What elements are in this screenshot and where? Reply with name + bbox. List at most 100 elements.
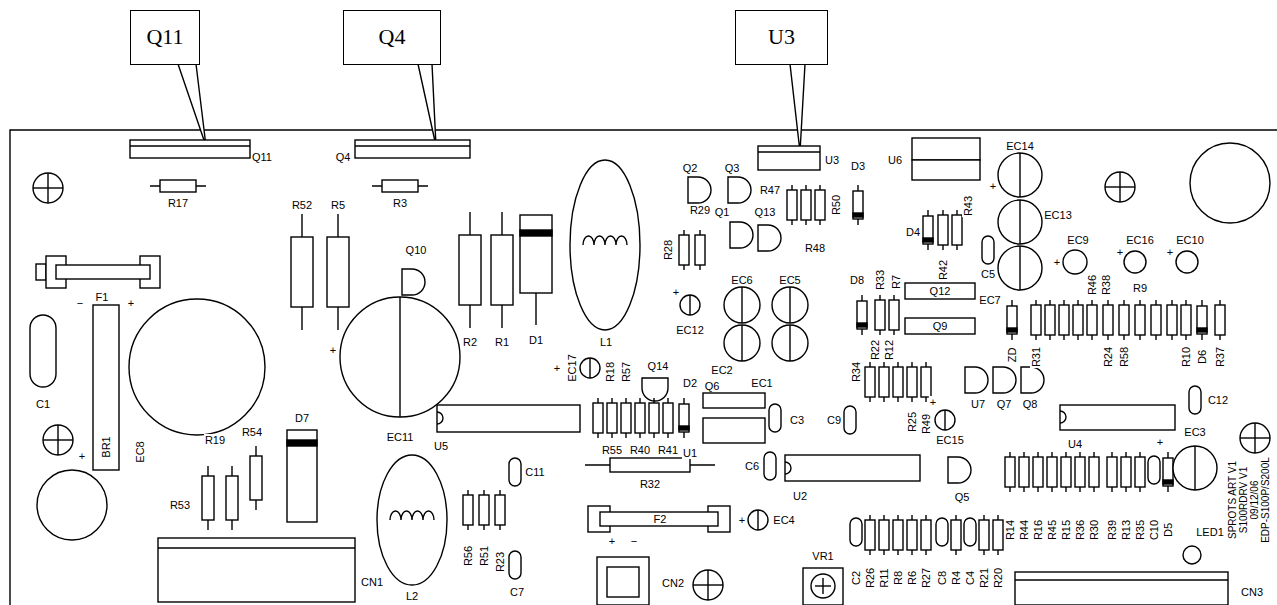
- part-label: C12: [1207, 394, 1229, 406]
- part-label: EC14: [1005, 140, 1035, 152]
- part-label: D3: [850, 160, 866, 172]
- diode-band: [287, 440, 317, 446]
- part-label: C1: [35, 398, 51, 410]
- part-label: R27: [920, 567, 932, 589]
- part-label: EC1: [750, 377, 773, 389]
- part-label: Q7: [996, 398, 1013, 410]
- electrolytic-capacitor: [998, 153, 1042, 197]
- electrolytic-capacitor: [1173, 446, 1217, 490]
- resistor-symbol: [491, 212, 513, 328]
- part-label: R36: [1074, 519, 1086, 541]
- part-label: EC8: [134, 440, 146, 463]
- resistor-symbol: [1061, 452, 1071, 492]
- inductor-outline: [570, 160, 640, 330]
- diode-lead: [535, 293, 536, 325]
- resistor-symbol: [907, 362, 917, 402]
- resistor-symbol: [226, 466, 238, 530]
- capacitor-symbol: [982, 236, 994, 264]
- part-label: R48: [804, 242, 826, 254]
- part-label: C8: [936, 570, 948, 586]
- part-label: EC5: [778, 274, 801, 286]
- polarity-mark: +: [329, 344, 337, 356]
- part-label: R11: [878, 567, 890, 588]
- part-label: R39: [1106, 519, 1118, 541]
- ic-outline: [703, 418, 765, 443]
- resistor-symbol: [879, 362, 889, 402]
- resistor-symbol: [893, 362, 903, 402]
- capacitor-symbol: [844, 406, 856, 434]
- electrolytic-capacitor: [680, 295, 700, 315]
- led-symbol: [1183, 546, 1201, 564]
- part-label: EC10: [1175, 234, 1205, 246]
- part-label: R56: [462, 545, 474, 567]
- part-label: Q13: [754, 206, 777, 218]
- capacitor-symbol: [850, 518, 862, 546]
- inductor-outline: [377, 455, 447, 585]
- diode-symbol: [287, 430, 317, 522]
- polarity-mark: +: [989, 180, 997, 192]
- resistor-symbol: [610, 458, 690, 472]
- connector-outline: [158, 538, 355, 602]
- part-label: R19: [204, 434, 226, 446]
- resistor-symbol: [459, 212, 481, 328]
- callout-pointer: [418, 64, 436, 146]
- part-label: EC7: [978, 294, 1001, 306]
- resistor-symbol: [1059, 300, 1069, 340]
- resistor-symbol: [979, 515, 989, 555]
- resistor-symbol: [993, 515, 1003, 555]
- bridge-rectifier: [93, 305, 119, 470]
- diode-symbol: [1197, 300, 1207, 340]
- inductor-coil: [583, 236, 627, 245]
- part-label: R37: [1214, 346, 1226, 368]
- part-label: ZD: [1006, 347, 1018, 364]
- part-label: Q4: [335, 151, 352, 163]
- polarity-line: [741, 325, 742, 361]
- part-label: U6: [887, 154, 903, 166]
- part-label: R3: [392, 197, 408, 209]
- electrolytic-capacitor: [1124, 251, 1146, 273]
- capacitor-symbol: [936, 518, 948, 546]
- part-label: R7: [890, 274, 902, 290]
- resistor-symbol: [679, 230, 689, 270]
- part-label: D1: [528, 334, 544, 346]
- connector-outline: [607, 567, 639, 597]
- part-label: C10: [1148, 519, 1160, 541]
- capacitor-symbol: [764, 452, 776, 480]
- part-label: R22: [869, 339, 881, 361]
- polarity-line: [789, 287, 790, 323]
- resistor-symbol: [889, 295, 899, 335]
- part-label: R43: [962, 195, 974, 217]
- diode-symbol: [520, 215, 552, 293]
- capacitor-symbol: [1148, 456, 1160, 484]
- part-label: Q8: [1022, 398, 1039, 410]
- part-label: U7: [970, 398, 986, 410]
- heatsink-tab: [355, 145, 470, 146]
- trimmer-knob: [811, 574, 835, 598]
- part-label: Q10: [405, 244, 428, 256]
- resistor-symbol: [649, 398, 659, 438]
- polarity-line: [789, 325, 790, 361]
- transistor-outline: [905, 283, 975, 299]
- callout-pointer: [790, 64, 805, 152]
- resistor-symbol: [1135, 452, 1145, 492]
- board-marking: SPROTS ART V1: [1227, 460, 1238, 540]
- diode-symbol: [1163, 452, 1173, 492]
- trimmer-knob: [822, 578, 823, 594]
- callout-box: Q4: [343, 10, 441, 65]
- electrolytic-capacitor: [724, 287, 760, 323]
- connector-outline: [597, 557, 649, 605]
- part-label: R38: [1100, 274, 1112, 296]
- callout-box: U3: [735, 10, 828, 65]
- ic-notch: [1060, 411, 1066, 423]
- electrolytic-capacitor: [1176, 251, 1198, 273]
- diode-symbol: [923, 210, 933, 250]
- part-label: R53: [169, 499, 191, 511]
- part-label: R33: [874, 269, 886, 291]
- electrolytic-capacitor: [935, 410, 955, 430]
- resistor-symbol: [865, 515, 875, 555]
- part-label: Q2: [682, 162, 699, 174]
- resistor-symbol: [1135, 300, 1145, 340]
- heatsink-tab: [130, 145, 250, 146]
